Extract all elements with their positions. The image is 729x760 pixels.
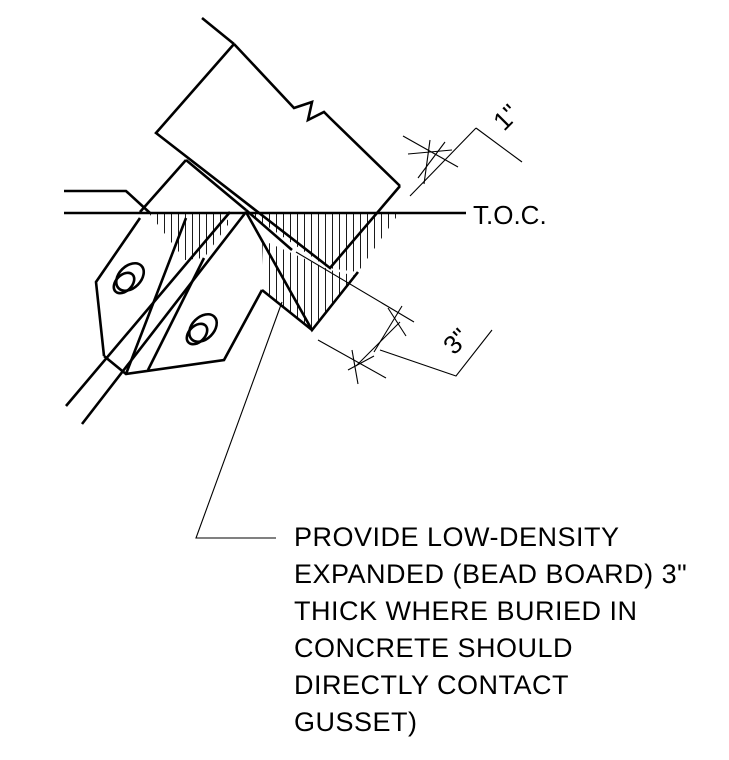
bolt-lower <box>185 312 219 346</box>
note-line: PROVIDE LOW-DENSITY <box>294 522 620 552</box>
beam-end <box>154 16 401 270</box>
note-line: CONCRETE SHOULD <box>294 633 574 663</box>
note-line: EXPANDED (BEAD BOARD) 3" <box>294 559 688 589</box>
diagonal-brace <box>65 211 248 425</box>
toc-line <box>64 189 466 215</box>
column <box>139 159 293 251</box>
gusset-plate <box>94 217 264 376</box>
dimension-top-label: 1" <box>487 98 525 136</box>
dimension-top <box>402 127 523 197</box>
dimension-side-label: 3" <box>437 322 475 360</box>
note-leader <box>195 301 283 539</box>
toc-label: T.O.C. <box>473 200 547 230</box>
note-line: GUSSET) <box>294 707 418 737</box>
bolt-upper <box>112 261 146 295</box>
note-line: DIRECTLY CONTACT <box>294 670 570 700</box>
note-line: THICK WHERE BURIED IN <box>294 596 638 626</box>
embedded-plate <box>244 211 360 333</box>
dimension-side <box>295 251 493 385</box>
